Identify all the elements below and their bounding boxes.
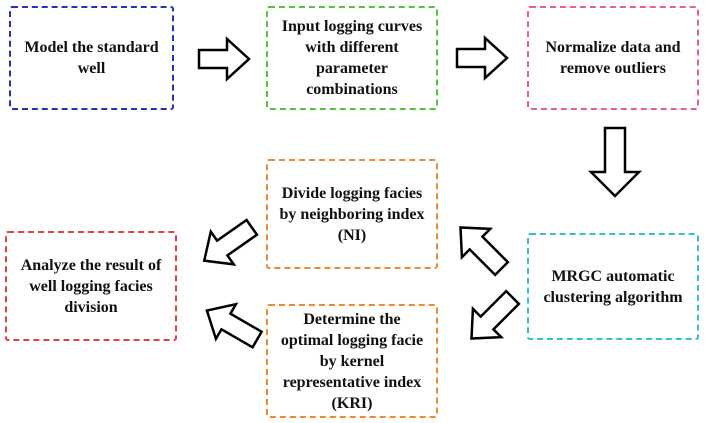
arrow-up-left-7 — [205, 302, 264, 350]
analyze-result-label: Analyze the result of well logging facie… — [20, 256, 162, 316]
analyze-result-box: Analyze the result of well logging facie… — [5, 231, 177, 341]
normalize-data-label: Normalize data and remove outliers — [545, 39, 681, 77]
mrgc-clustering-label: MRGC automatic clustering algorithm — [543, 267, 683, 306]
mrgc-clustering-box: MRGC automatic clustering algorithm — [527, 233, 699, 340]
input-logging-curves-box: Input logging curves with different para… — [266, 6, 438, 110]
divide-logging-facies-box: Divide logging facies by neighboring ind… — [266, 159, 438, 269]
model-standard-well-box: Model the standard well — [9, 6, 174, 110]
arrow-right-1 — [197, 36, 251, 82]
arrow-up-left-4 — [459, 226, 510, 277]
arrow-right-2 — [455, 35, 509, 81]
determine-optimal-facie-box: Determine the optimal logging facie by k… — [266, 304, 438, 418]
arrow-down-3 — [587, 126, 643, 198]
model-standard-well-label: Model the standard well — [24, 39, 159, 77]
normalize-data-box: Normalize data and remove outliers — [527, 6, 699, 110]
arrow-down-left-5 — [470, 289, 521, 340]
arrow-down-left-6 — [202, 218, 259, 266]
divide-logging-facies-label: Divide logging facies by neighboring ind… — [279, 184, 425, 244]
determine-optimal-facie-label: Determine the optimal logging facie by k… — [280, 310, 424, 412]
input-logging-curves-label: Input logging curves with different para… — [281, 18, 423, 98]
